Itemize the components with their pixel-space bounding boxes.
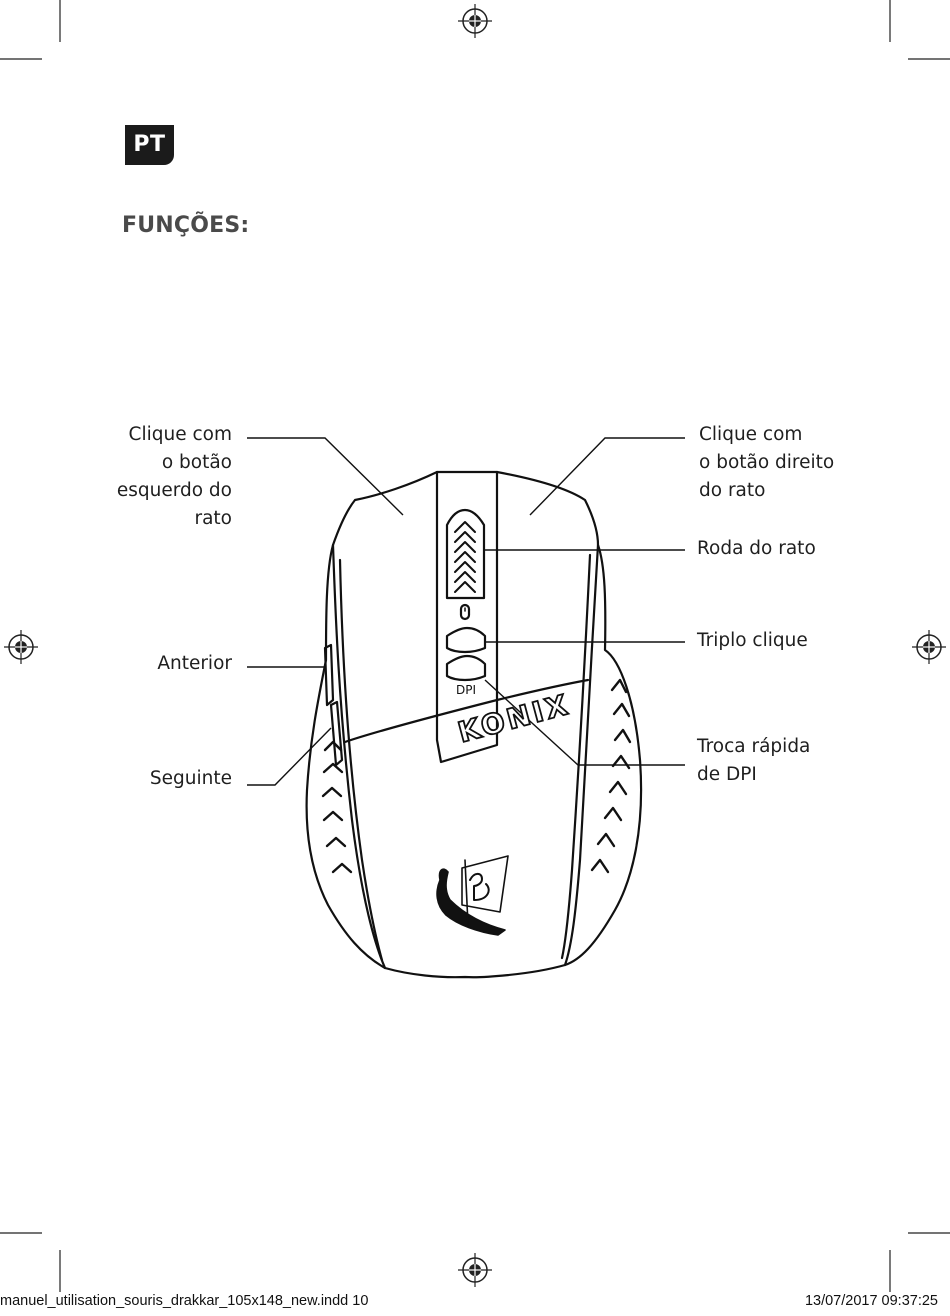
label-wheel: Roda do rato — [697, 538, 816, 559]
registration-mark-right — [912, 630, 946, 664]
callout-left-click — [247, 437, 404, 516]
callout-back — [247, 727, 332, 786]
label-forward: Anterior — [157, 653, 232, 674]
mouse-illustration — [305, 470, 643, 979]
label-left-click: Clique com o botão esquerdo do rato — [116, 424, 232, 529]
label-triple-click: Triplo clique — [697, 630, 808, 651]
mouse-dpi-label: DPI — [456, 683, 476, 697]
scroll-wheel — [445, 508, 486, 600]
drakkar-logo — [436, 855, 509, 936]
callout-dpi-switch — [484, 679, 685, 766]
label-right-click: Clique com o botão direito do rato — [699, 424, 835, 501]
page-title: FUNÇÕES: — [122, 213, 250, 238]
registration-mark-top — [458, 4, 492, 38]
language-badge: PT — [125, 125, 174, 165]
registration-mark-bottom — [458, 1253, 492, 1287]
dpi-button — [445, 654, 487, 682]
left-grip-chevrons — [321, 740, 353, 874]
label-back: Seguinte — [149, 768, 232, 789]
mouse-mode-icon — [459, 603, 471, 621]
triple-click-button — [445, 626, 487, 654]
forward-side-button — [323, 643, 335, 707]
footer-file-name: manuel_utilisation_souris_drakkar_105x14… — [0, 1293, 369, 1309]
callout-lines — [247, 437, 685, 786]
back-side-button — [329, 700, 344, 767]
right-grip-chevrons — [590, 678, 632, 874]
label-dpi-switch: Troca rápida de DPI — [697, 736, 811, 785]
callout-right-click — [529, 437, 685, 516]
footer-timestamp: 13/07/2017 09:37:25 — [804, 1293, 938, 1309]
registration-mark-left — [4, 630, 38, 664]
center-channel — [435, 470, 499, 764]
scroll-wheel-ribs — [454, 521, 476, 593]
